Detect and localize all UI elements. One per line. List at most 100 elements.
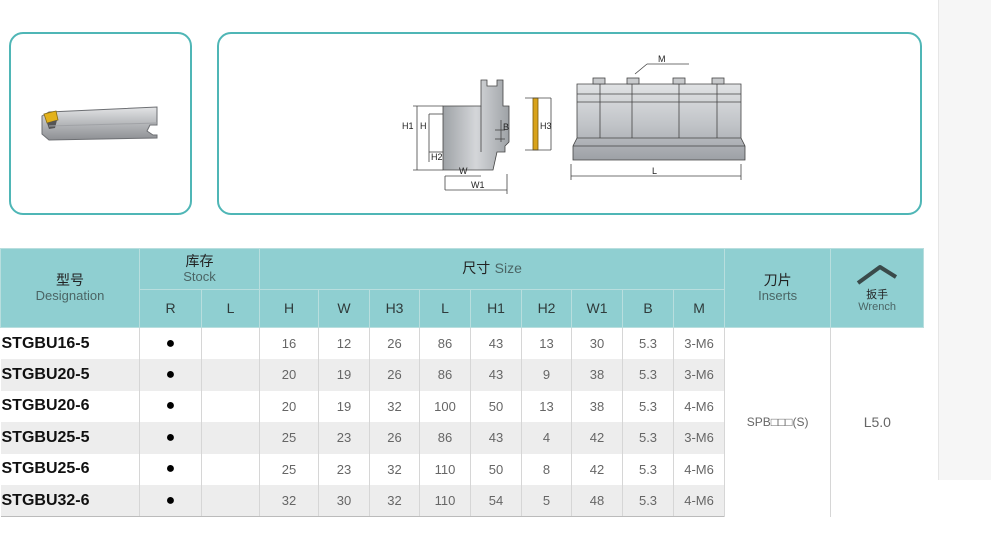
cell-stock-l — [200, 359, 260, 391]
cell-l: 86 — [419, 422, 471, 454]
label-h1: H1 — [402, 121, 414, 131]
cell-b: 5.3 — [622, 453, 674, 485]
header-stock-l: L — [200, 289, 261, 328]
cell-w: 23 — [318, 453, 370, 485]
cell-designation: STGBU25-5 — [0, 422, 140, 454]
cell-b: 5.3 — [622, 485, 674, 517]
cell-b: 5.3 — [622, 327, 674, 359]
cell-h1: 50 — [470, 453, 522, 485]
label-b: B — [503, 122, 509, 132]
cell-h: 20 — [259, 359, 319, 391]
cell-stock-r: ● — [139, 359, 202, 391]
cell-w1: 48 — [571, 485, 623, 517]
cell-stock-r: ● — [139, 485, 202, 517]
cell-stock-r: ● — [139, 327, 202, 359]
cell-w: 23 — [318, 422, 370, 454]
cell-m: 4-M6 — [673, 453, 725, 485]
cell-stock-r: ● — [139, 422, 202, 454]
header-stock-r: R — [139, 289, 202, 328]
label-w: W — [459, 166, 468, 176]
cell-inserts: SPB□□□(S) — [724, 327, 831, 517]
label-h: H — [420, 121, 427, 131]
cell-l: 86 — [419, 359, 471, 391]
cell-w1: 42 — [571, 453, 623, 485]
cell-designation: STGBU16-5 — [1, 334, 90, 352]
right-gutter — [938, 0, 991, 480]
cell-h2: 9 — [521, 359, 572, 391]
cell-b: 5.3 — [622, 390, 674, 422]
cell-w1: 38 — [571, 390, 623, 422]
label-w1: W1 — [471, 180, 485, 190]
header-size-l: L — [419, 289, 472, 328]
cell-h3: 26 — [369, 359, 420, 391]
cell-l: 110 — [419, 453, 471, 485]
header-size-h2: H2 — [521, 289, 573, 328]
cell-l: 110 — [419, 485, 471, 517]
cell-h3: 32 — [369, 485, 420, 517]
cell-stock-r: ● — [139, 453, 202, 485]
cell-designation: STGBU25-6 — [1, 460, 90, 478]
label-h2: H2 — [431, 152, 443, 162]
wrench-icon — [856, 264, 898, 285]
cell-b: 5.3 — [622, 359, 674, 391]
label-h3: H3 — [540, 121, 552, 131]
table-row: STGBU20-6 ● 20 19 32 100 50 13 38 5.3 4-… — [1, 390, 924, 422]
label-m: M — [658, 54, 666, 64]
cell-h2: 13 — [521, 390, 572, 422]
table-row: STGBU25-6 ● 25 23 32 110 50 8 42 5.3 4-M… — [1, 453, 924, 485]
cell-designation: STGBU20-5 — [0, 359, 140, 391]
cell-w: 12 — [318, 327, 370, 359]
cell-b: 5.3 — [622, 422, 674, 454]
table-row: STGBU25-5 ● 25 23 26 86 43 4 42 5.3 3-M6 — [0, 422, 924, 454]
cell-m: 3-M6 — [673, 422, 725, 454]
cell-stock-l — [200, 422, 260, 454]
cell-m: 3-M6 — [673, 327, 725, 359]
cell-l: 86 — [419, 327, 471, 359]
cell-stock-l — [200, 390, 260, 422]
table-row: STGBU20-5 ● 20 19 26 86 43 9 38 5.3 3-M6 — [0, 359, 924, 391]
label-l: L — [652, 166, 657, 176]
table-row: STGBU16-5 ● 16 12 26 86 43 13 30 5.3 3-M… — [1, 327, 924, 517]
cell-designation: STGBU20-6 — [1, 397, 90, 415]
spec-table: 型号 Designation 库存 Stock 尺寸 Size 刀片 Inser… — [0, 248, 925, 517]
cell-designation: STGBU32-6 — [0, 485, 140, 517]
cell-h2: 4 — [521, 422, 572, 454]
cell-stock-l — [200, 327, 260, 359]
header-size-w: W — [318, 289, 371, 328]
table-row: STGBU32-6 ● 32 30 32 110 54 5 48 5.3 4-M… — [0, 485, 924, 517]
cell-h1: 54 — [470, 485, 522, 517]
header-wrench: 扳手 Wrench — [830, 248, 925, 328]
cell-h2: 8 — [521, 453, 572, 485]
cell-w: 19 — [318, 390, 370, 422]
header-size-m: M — [673, 289, 726, 328]
cell-h3: 32 — [369, 453, 420, 485]
tool-image-panel — [9, 32, 192, 215]
header-size-h1: H1 — [470, 289, 523, 328]
header-size-h3: H3 — [369, 289, 421, 328]
cell-h: 25 — [259, 422, 319, 454]
dimension-diagram: H1 H H2 W W1 B H3 M L — [402, 54, 746, 194]
cell-m: 3-M6 — [673, 359, 725, 391]
cell-h1: 43 — [470, 422, 522, 454]
cell-h1: 43 — [470, 327, 522, 359]
cell-h3: 32 — [369, 390, 420, 422]
header-size-b: B — [622, 289, 675, 328]
cell-wrench: L5.0 — [830, 327, 924, 517]
cell-m: 4-M6 — [673, 485, 725, 517]
cell-w1: 42 — [571, 422, 623, 454]
cell-h1: 43 — [470, 359, 522, 391]
cell-stock-l — [200, 453, 260, 485]
header-size-w1: W1 — [571, 289, 624, 328]
cell-w1: 38 — [571, 359, 623, 391]
cell-h: 20 — [259, 390, 319, 422]
cell-w: 19 — [318, 359, 370, 391]
cell-h3: 26 — [369, 327, 420, 359]
cell-h: 32 — [259, 485, 319, 517]
cell-stock-l — [200, 485, 260, 517]
cell-h: 25 — [259, 453, 319, 485]
blade-illustration — [41, 106, 158, 141]
header-inserts: 刀片 Inserts — [724, 248, 832, 328]
cell-stock-r: ● — [139, 390, 202, 422]
cell-h2: 13 — [521, 327, 572, 359]
cell-l: 100 — [419, 390, 471, 422]
